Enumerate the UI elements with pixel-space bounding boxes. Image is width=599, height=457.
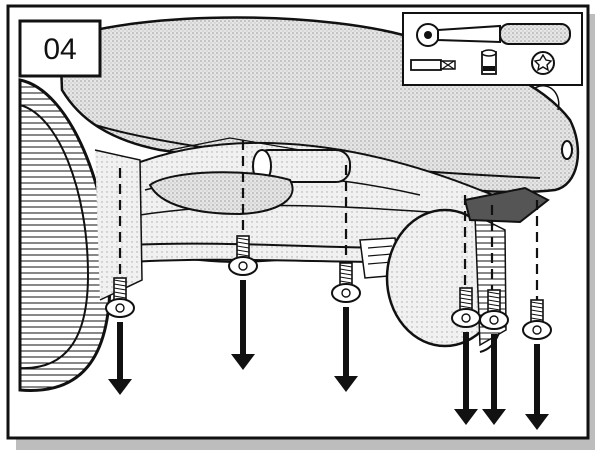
corner-shield [463, 186, 550, 224]
screw-icon [105, 277, 135, 318]
step-box-frame [18, 19, 102, 78]
screw-icon [479, 289, 509, 330]
extension-bar-icon [410, 59, 456, 71]
step-number: 04 [43, 33, 76, 66]
ratchet-icon [416, 23, 571, 47]
down-arrow-icon [454, 332, 478, 425]
torx-bit-icon [531, 51, 555, 75]
screw-icon [228, 235, 258, 276]
down-arrow-icon [334, 307, 358, 392]
down-arrow-icon [525, 344, 549, 430]
tool-panel [402, 12, 583, 86]
alignment-lines [118, 140, 539, 318]
socket-icon [481, 49, 497, 75]
screw-icon [522, 299, 552, 340]
down-arrow-icon [231, 280, 255, 370]
down-arrow-icon [108, 322, 132, 395]
down-arrow-icon [482, 334, 506, 425]
left-wheel [18, 78, 143, 392]
muffler [148, 171, 294, 216]
screw-icon [331, 262, 361, 303]
